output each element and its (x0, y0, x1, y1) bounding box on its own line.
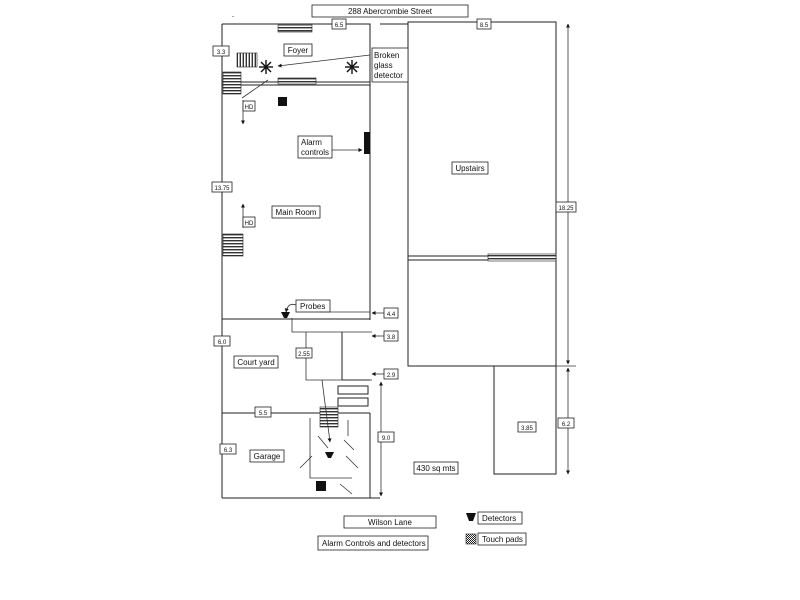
svg-text:6.5: 6.5 (335, 23, 344, 29)
svg-text:6.2: 6.2 (562, 422, 571, 428)
svg-text:13.75: 13.75 (214, 186, 230, 192)
alarm-control-main (364, 132, 370, 154)
dim-55: 5.5 (254, 406, 272, 418)
svg-text:2.55: 2.55 (298, 352, 310, 358)
svg-text:Court yard: Court yard (237, 358, 274, 367)
svg-text:4.4: 4.4 (387, 312, 396, 318)
svg-text:HD: HD (245, 221, 254, 227)
svg-text:HD: HD (245, 105, 254, 111)
legend-touch-pad-icon (465, 533, 477, 545)
alarm-controls-label: Alarm controls (297, 135, 333, 159)
svg-text:6.0: 6.0 (218, 340, 227, 346)
svg-text:Alarm Controls and detectors: Alarm Controls and detectors (322, 539, 426, 548)
alarm-control-garage (316, 481, 326, 491)
dim-lane-height: 9.0 (377, 431, 395, 443)
svg-text:Wilson Lane: Wilson Lane (368, 518, 413, 527)
broken-glass-star-right (345, 60, 359, 74)
dim-top-right: 8.5 (476, 18, 492, 30)
probe-line-29 (305, 332, 372, 381)
broken-glass-label: Broken glass detector (371, 47, 409, 83)
svg-text:detector: detector (374, 71, 403, 80)
touch-pad-top (277, 24, 313, 33)
touch-pad-garage (319, 406, 339, 428)
svg-text:3.3: 3.3 (217, 50, 226, 56)
dim-top-left: 6.5 (331, 18, 347, 30)
svg-text:Upstairs: Upstairs (455, 164, 484, 173)
hd-mid-label: HD (242, 216, 256, 228)
svg-text:3.85: 3.85 (521, 426, 533, 432)
probe-line-garage (321, 379, 332, 443)
broken-glass-arrow (277, 54, 371, 68)
svg-text:Touch pads: Touch pads (482, 535, 523, 544)
touch-pad-foyer-left (222, 71, 242, 95)
legend-detectors-label: Detectors (477, 511, 523, 525)
dim-29: 2.9 (383, 368, 399, 380)
svg-text:glass: glass (374, 61, 393, 70)
dim-court-side: 6.0 (213, 335, 231, 347)
svg-text:18.25: 18.25 (558, 206, 574, 212)
broken-glass-star-left (259, 60, 273, 74)
svg-text:6.3: 6.3 (224, 448, 233, 454)
dim-main-side: 13.75 (211, 181, 233, 193)
dim-right-lower: 6.2 (557, 417, 575, 429)
svg-text:3.8: 3.8 (387, 335, 396, 341)
dim-44: 4.4 (383, 307, 399, 319)
dim-small-room: 3.85 (517, 421, 537, 433)
foyer-door (241, 79, 269, 99)
legend-detector-icon (466, 513, 476, 521)
room-label-main: Main Room (271, 205, 321, 219)
small-room (493, 365, 557, 475)
svg-text:8.5: 8.5 (480, 23, 489, 29)
svg-text:Probes: Probes (300, 302, 325, 311)
dim-foyer-side: 3.3 (212, 45, 230, 57)
street-label-top: 288 Abercrombie Street (311, 4, 469, 18)
probe-line-38 (291, 318, 372, 333)
svg-text:5.5: 5.5 (259, 411, 268, 417)
legend-title: Alarm Controls and detectors (317, 535, 429, 551)
svg-text:Alarm: Alarm (301, 138, 322, 147)
touch-pad-foyer-wall (277, 77, 317, 85)
svg-text:288 Abercrombie Street: 288 Abercrombie Street (348, 7, 433, 16)
svg-text:Broken: Broken (374, 51, 399, 60)
dim-garage-side: 6.3 (219, 443, 237, 455)
touch-pad-main-left (222, 233, 244, 257)
svg-text:2.9: 2.9 (387, 373, 396, 379)
room-label-upstairs: Upstairs (451, 161, 489, 175)
stray-mark: - (232, 14, 234, 20)
svg-text:Detectors: Detectors (482, 514, 516, 523)
hd-top-label: HD (242, 100, 256, 112)
detector-garage (325, 452, 334, 458)
dim-right-total: 18.25 (555, 201, 577, 213)
probes-arrow (284, 303, 297, 313)
svg-text:controls: controls (301, 148, 329, 157)
legend-touch-pads-label: Touch pads (477, 532, 527, 546)
alarm-control-foyer (278, 97, 287, 106)
area-label: 430 sq mts (413, 461, 459, 475)
svg-text:Main Room: Main Room (276, 208, 317, 217)
probes-label: Probes (295, 299, 331, 313)
street-label-bottom: Wilson Lane (343, 515, 437, 529)
dim-38: 3.8 (383, 330, 399, 342)
svg-text:430 sq mts: 430 sq mts (416, 464, 455, 473)
svg-text:Foyer: Foyer (288, 46, 309, 55)
svg-text:Garage: Garage (254, 452, 281, 461)
svg-text:9.0: 9.0 (382, 436, 391, 442)
room-label-garage: Garage (249, 449, 285, 463)
detector-probe (281, 312, 290, 318)
dim-court-mid: 2.55 (295, 347, 313, 359)
touch-pad-foyer-stairs (236, 52, 258, 68)
room-label-foyer: Foyer (283, 43, 313, 57)
room-label-courtyard: Court yard (233, 355, 279, 369)
